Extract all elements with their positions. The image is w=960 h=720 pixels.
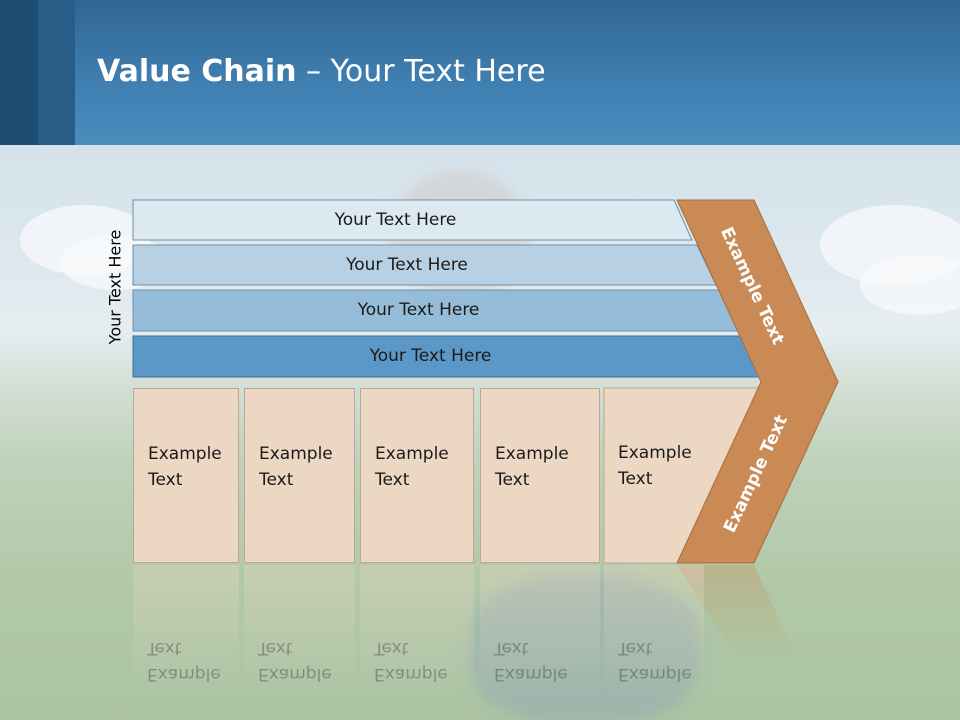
box-label: Example Text [259,444,333,490]
slide-header: Value Chain – Your Text Here [0,0,960,145]
row-label: Your Text Here [369,346,492,366]
title-rest-part: – Your Text Here [296,54,546,89]
box-1: Example Text [133,388,239,563]
header-accent-strip [38,0,75,145]
title-bold-part: Value Chain [97,54,297,89]
chevron-reflection [677,565,800,665]
row-label: Your Text Here [357,300,480,320]
row-label: Your Text Here [346,255,468,275]
box-5: Example Text [604,388,704,563]
row-shape [132,199,693,241]
cloud-shape [860,255,960,315]
box-label: Example Text [148,444,222,490]
box-label: Example Text [375,444,449,490]
slide-title: Value Chain – Your Text Here [97,52,546,92]
chevron-arrow [676,199,839,564]
row-3: Your Text Here [133,290,720,330]
row-2: Your Text Here [133,245,697,285]
box-3: Example Text [360,388,474,563]
box-2: Example Text [244,388,355,563]
box-4: Example Text [480,388,600,563]
box-label: Example Text [618,443,692,489]
background-figure-legs [470,575,700,720]
header-accent-strip [0,0,38,145]
row-1: Your Text Here [133,200,674,240]
row-label: Your Text Here [334,210,457,230]
box-label: Example Text [495,444,569,490]
row-4: Your Text Here [133,336,744,376]
